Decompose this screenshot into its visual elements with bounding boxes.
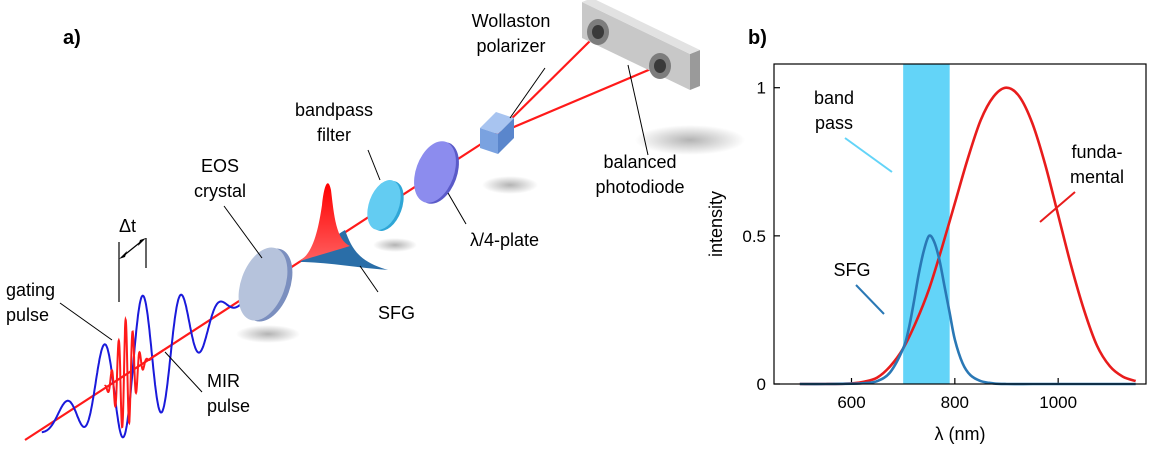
x-tick-label: 600 <box>837 393 865 412</box>
y-tick-label: 1 <box>757 79 766 98</box>
gating-leader <box>59 302 113 341</box>
mir-pulse <box>41 281 269 439</box>
bandpass-filter <box>367 180 401 230</box>
wollaston-label-2: polarizer <box>476 36 545 56</box>
waveplate-leader <box>447 192 467 225</box>
wollaston-leader <box>509 67 546 119</box>
sfg-curve-label: SFG <box>833 260 870 280</box>
sfg-leader <box>359 265 379 293</box>
quarter-wave-plate <box>414 141 456 203</box>
gating-pulse <box>103 316 164 429</box>
polarizer-shadow <box>482 176 538 194</box>
band-label-1: band <box>814 88 854 108</box>
sfg-label: SFG <box>378 303 415 323</box>
fundamental-leader <box>1039 191 1076 223</box>
axis-ticks: 600 800 1000 0 0.5 1 <box>742 79 1077 412</box>
y-tick-label: 0 <box>757 375 766 394</box>
panel-b: b) 600 800 1000 0 0.5 1 band pass funda- ment… <box>706 27 1147 444</box>
waveplate-label: λ/4-plate <box>470 230 539 250</box>
eos-label-2: crystal <box>194 181 246 201</box>
gating-label-1: gating <box>6 280 55 300</box>
x-tick-label: 800 <box>941 393 969 412</box>
wollaston-label-1: Wollaston <box>472 11 551 31</box>
panel-b-label: b) <box>748 27 767 49</box>
delta-t-label: Δt <box>119 216 136 236</box>
sfg-curve-leader <box>855 284 885 315</box>
sfg-pulse <box>300 230 388 270</box>
balanced-photodiode <box>582 0 700 90</box>
band-label-2: pass <box>815 113 853 133</box>
fundamental-label-2: mental <box>1070 167 1124 187</box>
delta-t-arrowhead-right <box>138 238 146 246</box>
mir-leader <box>164 351 203 393</box>
band-leader <box>844 137 893 173</box>
crystal-leader <box>223 205 263 259</box>
mir-label-2: pulse <box>207 396 250 416</box>
panel-a: a) Δt <box>6 0 745 441</box>
plot-frame <box>773 63 1147 385</box>
mir-label-1: MIR <box>207 371 240 391</box>
filter-shadow <box>373 238 417 252</box>
photodiode-label-1: balanced <box>603 152 676 172</box>
y-tick-label: 0.5 <box>742 227 766 246</box>
detector-shadow <box>635 125 745 155</box>
crystal-shadow <box>236 325 300 343</box>
eos-crystal <box>238 247 288 321</box>
x-tick-label: 1000 <box>1039 393 1077 412</box>
fundamental-series-line <box>799 86 1137 386</box>
fundamental-pulse <box>296 183 350 262</box>
bandpass-leader <box>367 149 381 181</box>
gating-label-2: pulse <box>6 305 49 325</box>
wollaston-polarizer <box>480 112 514 154</box>
photodiode-leader <box>627 64 649 156</box>
beam-to-diode-2 <box>494 64 659 137</box>
fundamental-label-1: funda- <box>1071 142 1122 162</box>
x-axis-label: λ (nm) <box>935 424 986 444</box>
bandpass-label-2: filter <box>317 125 351 145</box>
delta-t-arrowhead-left <box>119 251 127 259</box>
y-axis-label: intensity <box>706 191 726 257</box>
photodiode-label-2: photodiode <box>595 177 684 197</box>
eos-label-1: EOS <box>201 156 239 176</box>
panel-a-label: a) <box>63 27 81 49</box>
bandpass-label-1: bandpass <box>295 100 373 120</box>
